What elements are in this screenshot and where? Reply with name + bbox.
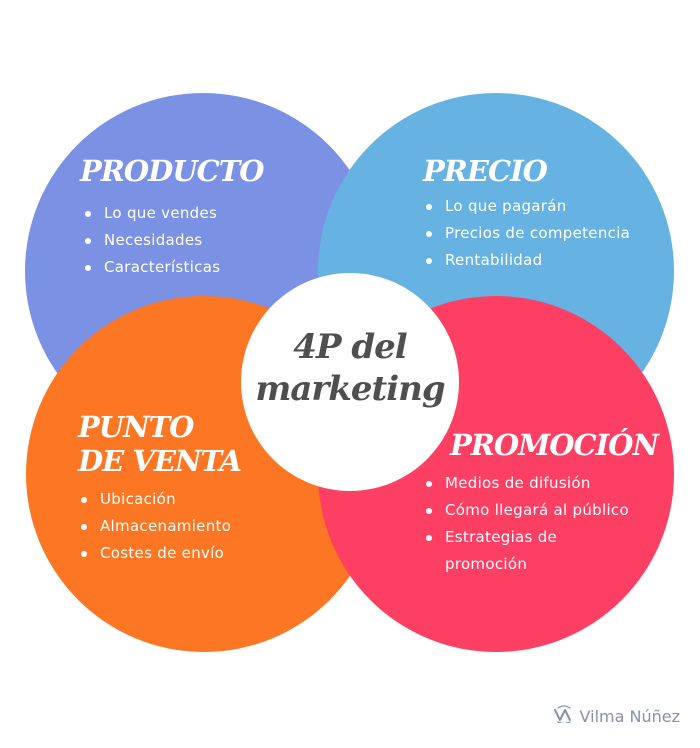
brand-watermark: Vilma Núñez (553, 705, 680, 727)
list-item: Costes de envío (78, 540, 241, 567)
heading-line-2: DE VENTA (78, 444, 242, 478)
producto-heading: PRODUCTO (80, 154, 265, 188)
list-item: Lo que vendes (82, 200, 264, 227)
punto-venta-list: Ubicación Almacenamiento Costes de envío (78, 486, 241, 567)
list-item: Rentabilidad (423, 247, 630, 274)
producto-section: PRODUCTO Lo que vendes Necesidades Carac… (80, 154, 265, 281)
promocion-heading: PROMOCIÓN (450, 428, 659, 462)
list-item: Cómo llegará al público (423, 497, 658, 524)
punto-venta-heading: PUNTO DE VENTA (78, 410, 242, 478)
list-item: Ubicación (78, 486, 241, 513)
precio-heading: PRECIO (423, 154, 548, 188)
list-item: Lo que pagarán (423, 193, 630, 220)
list-item: Medios de difusión (423, 470, 658, 497)
producto-list: Lo que vendes Necesidades Característica… (82, 200, 264, 281)
title-line-1: 4P del (293, 327, 407, 367)
list-item: Almacenamiento (78, 513, 241, 540)
title-line-2: marketing (255, 369, 445, 409)
list-item: Precios de competencia (423, 220, 630, 247)
punto-venta-section: PUNTO DE VENTA Ubicación Almacenamiento … (78, 410, 242, 567)
promocion-section: PROMOCIÓN Medios de difusión Cómo llegar… (425, 428, 659, 578)
vn-wave-logo-icon (553, 705, 575, 727)
list-item: Necesidades (82, 227, 264, 254)
promocion-list: Medios de difusión Cómo llegará al públi… (423, 470, 658, 578)
brand-name: Vilma Núñez (579, 706, 680, 726)
list-item: Estrategias de promoción (423, 524, 625, 578)
center-circle (241, 273, 459, 491)
heading-line-1: PUNTO (78, 410, 194, 444)
precio-list: Lo que pagarán Precios de competencia Re… (423, 193, 630, 274)
list-item: Características (82, 254, 264, 281)
diagram-title: 4P del marketing (241, 326, 459, 410)
precio-section: PRECIO Lo que pagarán Precios de compete… (423, 154, 630, 274)
